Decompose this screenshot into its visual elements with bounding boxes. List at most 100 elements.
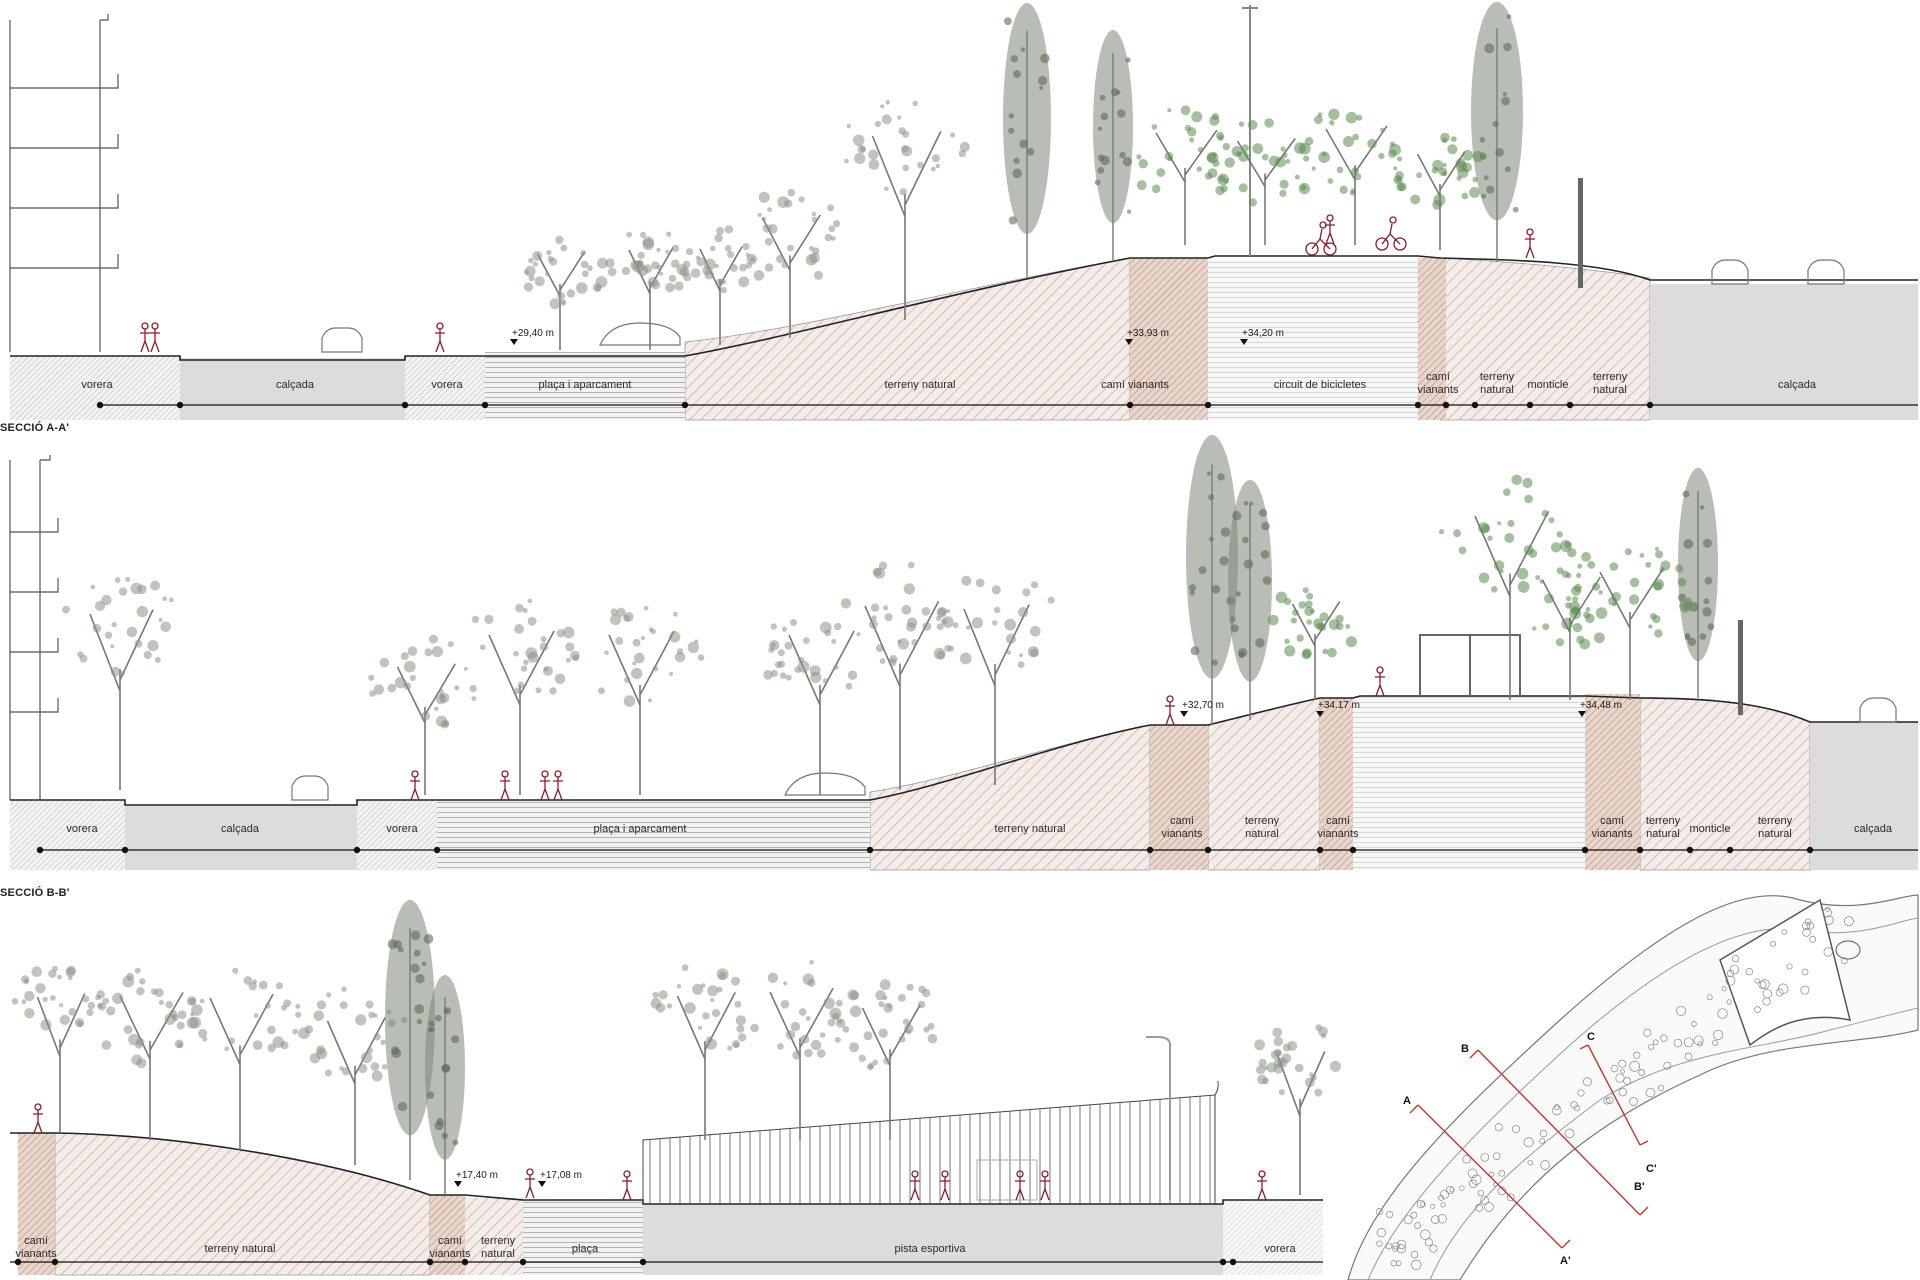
baseline-node	[1349, 846, 1357, 854]
level-marker: +17,40 m	[456, 1170, 498, 1181]
person-figure	[410, 770, 420, 801]
zone-label: plaça	[572, 1243, 599, 1255]
person-figure	[525, 1168, 535, 1199]
tree-icon	[1569, 546, 1693, 700]
zone-label: calçada	[1778, 379, 1817, 391]
baseline-node	[176, 401, 184, 409]
tree-icon	[832, 979, 938, 1140]
baseline-node	[36, 846, 44, 854]
sports-court-base	[643, 1204, 1223, 1275]
zone-label: monticle	[1528, 379, 1569, 391]
baseline-node	[426, 1258, 434, 1266]
zone-label: plaça i aparcament	[594, 823, 687, 835]
zone-label: calçada	[1854, 823, 1893, 835]
baseline-node	[1566, 401, 1574, 409]
level-marker: +17,08 m	[540, 1170, 582, 1181]
zone-label: circuit de bicicletes	[1274, 379, 1367, 391]
zone-label: plaça i aparcament	[539, 379, 632, 391]
section-top	[9, 5, 1918, 421]
baseline-node	[1442, 401, 1450, 409]
tree-icon	[368, 634, 477, 795]
key-marker-a-prime: A'	[1560, 1255, 1571, 1267]
levels-layer: +29,40 m+33,93 m+34,20 m+32,70 m+34.17 m…	[454, 328, 1622, 1187]
key-plan: A A' B B' C C'	[1347, 894, 1919, 1280]
sports-court-fence	[642, 1080, 1219, 1204]
tree-icon	[1267, 587, 1357, 700]
baseline-node	[51, 1258, 59, 1266]
tree-icon	[605, 231, 691, 350]
building-top	[9, 14, 119, 352]
key-marker-c: C	[1587, 1031, 1595, 1043]
key-marker-a: A	[1403, 1095, 1411, 1107]
zone-label: vorera	[1264, 1243, 1296, 1255]
zone-label: vorera	[431, 379, 463, 391]
zone-label: terreny natural	[205, 1243, 276, 1255]
figures-layer	[33, 214, 1535, 1201]
key-marker-b: B	[1461, 1043, 1469, 1055]
person-figure	[1525, 228, 1535, 259]
ground-line-top	[10, 255, 1918, 361]
plaza-base-top	[485, 352, 685, 420]
tree-icon	[1517, 552, 1621, 700]
tree-icon	[598, 605, 705, 795]
person-figure	[1325, 214, 1335, 245]
baseline-node	[1219, 1258, 1227, 1266]
level-marker: +29,40 m	[512, 328, 554, 339]
baseline-node	[461, 1258, 469, 1266]
section-title-b: SECCIÓ B-B'	[0, 887, 70, 899]
zone-label: vorera	[81, 379, 113, 391]
baseline-node	[1646, 401, 1654, 409]
labels-layer: vorera calçada vorera plaça i aparcament ter…	[16, 371, 1893, 1260]
building-a	[9, 455, 59, 800]
tree-icon	[471, 598, 580, 795]
baseline-node	[1146, 846, 1154, 854]
tree-icon	[753, 188, 841, 338]
person-figure	[140, 322, 150, 353]
poplar-tree-icon	[1186, 435, 1238, 725]
poplar-tree-icon	[1471, 2, 1523, 262]
person-figure	[540, 770, 550, 801]
person-figure	[553, 770, 563, 801]
plaza-base-b	[523, 1200, 643, 1275]
tree-icon	[935, 575, 1055, 785]
road-top-left	[180, 358, 405, 420]
tree-icon	[523, 235, 608, 350]
tree-icon	[750, 959, 862, 1140]
baseline-node	[353, 846, 361, 854]
zone-label: calçada	[221, 823, 260, 835]
baseline-node	[1526, 401, 1534, 409]
level-marker: +32,70 m	[1182, 700, 1224, 711]
cyclist-figure	[1375, 216, 1407, 251]
baseline-node	[1686, 846, 1694, 854]
bike-circuit-base	[1208, 260, 1418, 420]
person-figure	[910, 1170, 920, 1201]
poplar-tree-icon	[1093, 30, 1133, 260]
baseline-node	[866, 846, 874, 854]
person-figure	[1015, 1170, 1025, 1201]
poplar-tree-icon	[425, 975, 465, 1195]
baseline-node	[1636, 846, 1644, 854]
person-figure	[435, 322, 445, 353]
person-figure	[1040, 1170, 1050, 1201]
section-b	[10, 1036, 1323, 1276]
vegetation-layer	[11, 2, 1718, 1195]
baseline-node	[1126, 401, 1134, 409]
baseline-node	[1204, 846, 1212, 854]
ground-line-b	[10, 1132, 1323, 1205]
level-marker: +33,93 m	[1127, 328, 1169, 339]
path-column-top-2	[1418, 258, 1446, 420]
person-figure	[1375, 666, 1385, 697]
zone-label: terreny natural	[995, 823, 1066, 835]
zone-label: monticle	[1690, 823, 1731, 835]
outdoor-gym-structure	[1419, 634, 1521, 696]
baseline-node	[1471, 401, 1479, 409]
person-figure	[500, 770, 510, 801]
tree-icon	[177, 967, 302, 1150]
